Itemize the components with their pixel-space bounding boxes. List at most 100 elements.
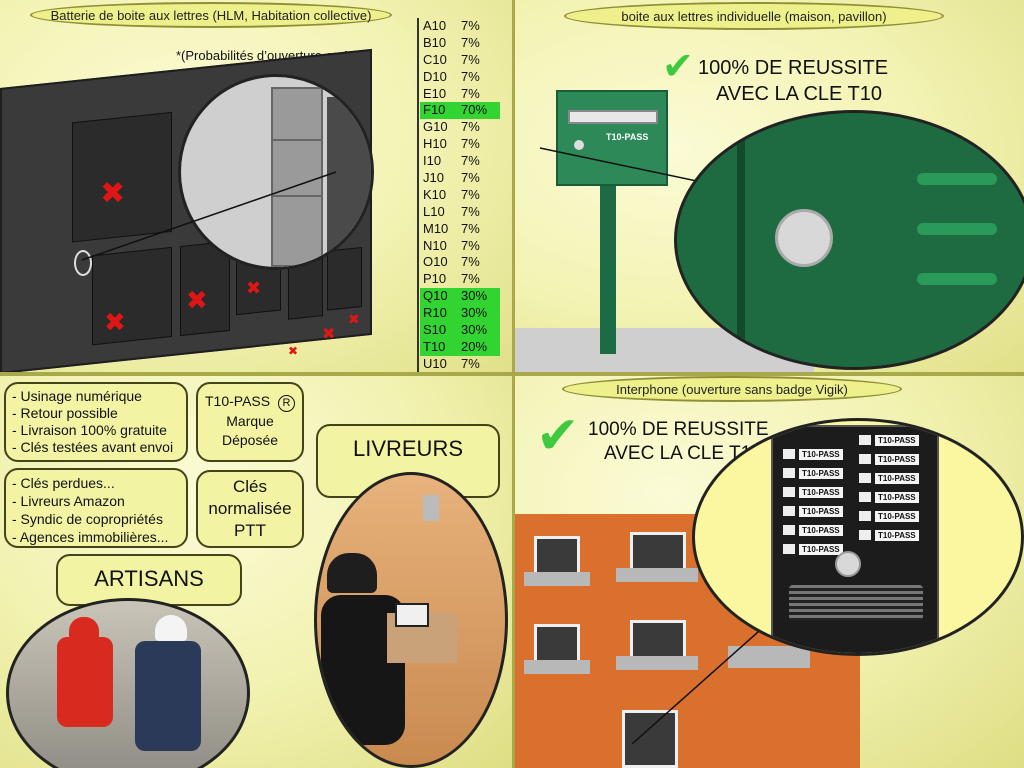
probability-value: 7% (461, 153, 480, 169)
intercom-label-text: T10-PASS (875, 434, 919, 446)
zoom-pointer-line (81, 171, 337, 261)
key-code: K10 (423, 186, 447, 202)
probability-value: 7% (461, 85, 480, 101)
intercom-name-label: T10-PASS (859, 452, 919, 466)
intercom-name-label: T10-PASS (859, 471, 919, 485)
speaker-grille (789, 585, 923, 621)
probability-value: 30% (461, 288, 488, 304)
probability-row: K10 7% (420, 187, 500, 204)
key-code: N10 (423, 237, 447, 253)
intercom-label-text: T10-PASS (875, 529, 919, 541)
balcony (524, 660, 590, 674)
key-code: T10 (423, 338, 446, 354)
intercom-name-label: T10-PASS (783, 504, 843, 518)
probability-row: J10 7% (420, 170, 500, 187)
x-mark-icon: ✖ (186, 286, 208, 316)
window (534, 624, 580, 664)
key-lock-icon (74, 250, 92, 276)
x-mark-icon: ✖ (322, 324, 336, 343)
x-mark-icon: ✖ (100, 176, 126, 211)
brand-line3: Déposée (221, 432, 279, 448)
intercom-name-label: T10-PASS (783, 466, 843, 480)
key-code: H10 (423, 136, 447, 152)
intercom-name-label: T10-PASS (783, 523, 843, 537)
x-mark-icon: ✖ (246, 278, 262, 299)
key-code: R10 (423, 305, 447, 321)
feature-item: - Clés testées avant envoi (12, 439, 174, 455)
q2-title: boite aux lettres individuelle (maison, … (564, 2, 944, 30)
ptt-line2: normalisée (208, 499, 292, 518)
x-mark-icon: ✖ (348, 312, 360, 328)
intercom-device: T10-PASS T10-PASS T10-PASS T10-PASS T10-PASS… (771, 425, 939, 653)
key-code: M10 (423, 220, 449, 236)
balcony (616, 656, 698, 670)
key-code: B10 (423, 34, 447, 50)
individual-mailbox: T10-PASS (556, 90, 668, 186)
mailbox-bank-panel: Batterie de boite aux lettres (HLM, Habi… (0, 0, 514, 374)
key-code: C10 (423, 51, 447, 67)
probability-value: 7% (461, 355, 480, 371)
balcony (524, 572, 590, 586)
list-divider (417, 18, 419, 373)
mailbox-label: T10-PASS (606, 132, 649, 142)
check-icon: ✔ (662, 44, 694, 88)
ptt-box: Clés normalisée PTT (196, 470, 304, 548)
services-panel: - Usinage numérique - Retour possible - … (0, 376, 512, 768)
key-code: S10 (423, 322, 447, 338)
probability-value: 7% (461, 271, 480, 287)
registered-icon: R (278, 395, 295, 412)
intercom-label-text: T10-PASS (799, 505, 843, 517)
x-mark-icon: ✖ (104, 308, 126, 338)
intercom-label-text: T10-PASS (875, 510, 919, 522)
use-item: - Livreurs Amazon (12, 493, 125, 509)
use-item: - Syndic de copropriétés (12, 511, 163, 527)
key-code: L10 (423, 203, 445, 219)
intercom-label-text: T10-PASS (799, 448, 843, 460)
check-icon: ✔ (536, 406, 580, 466)
intercom-name-label: T10-PASS (783, 447, 843, 461)
intercom-panel: Interphone (ouverture sans badge Vigik) … (514, 376, 1024, 768)
probability-value: 7% (461, 170, 480, 186)
window (534, 536, 580, 576)
intercom-label-text: T10-PASS (799, 486, 843, 498)
success-text-line1: 100% DE REUSSITE (588, 419, 769, 440)
use-item: - Clés perdues... (12, 475, 115, 491)
key-code: D10 (423, 68, 447, 84)
probability-row: B10 7% (420, 35, 500, 52)
probability-value: 7% (461, 119, 480, 135)
probability-value: 7% (461, 186, 480, 202)
intercom-name-label: T10-PASS (859, 528, 919, 542)
vertical-divider (512, 0, 515, 768)
key-code: P10 (423, 271, 447, 287)
individual-mailbox-panel: boite aux lettres individuelle (maison, … (514, 0, 1024, 374)
probability-value: 7% (461, 220, 480, 236)
probability-value: 7% (461, 34, 480, 50)
intercom-name-label: T10-PASS (859, 509, 919, 523)
probability-value: 7% (461, 237, 480, 253)
livreurs-photo (314, 472, 508, 768)
key-code: O10 (423, 254, 448, 270)
probability-value: 70% (461, 102, 488, 118)
feature-item: - Usinage numérique (12, 388, 142, 404)
key-code: J10 (423, 170, 444, 186)
intercom-label-text: T10-PASS (799, 467, 843, 479)
artisans-box: ARTISANS (56, 554, 242, 606)
artisans-label: ARTISANS (94, 566, 204, 591)
intercom-name-label: T10-PASS (859, 490, 919, 504)
probability-row: R10 30% (420, 305, 500, 323)
intercom-label-text: T10-PASS (799, 543, 843, 555)
probability-value: 30% (461, 305, 488, 321)
zoom-lens (178, 74, 374, 270)
success-text-line2: AVEC LA CLE T10 (604, 443, 762, 464)
q4-title: Interphone (ouverture sans badge Vigik) (562, 376, 902, 402)
